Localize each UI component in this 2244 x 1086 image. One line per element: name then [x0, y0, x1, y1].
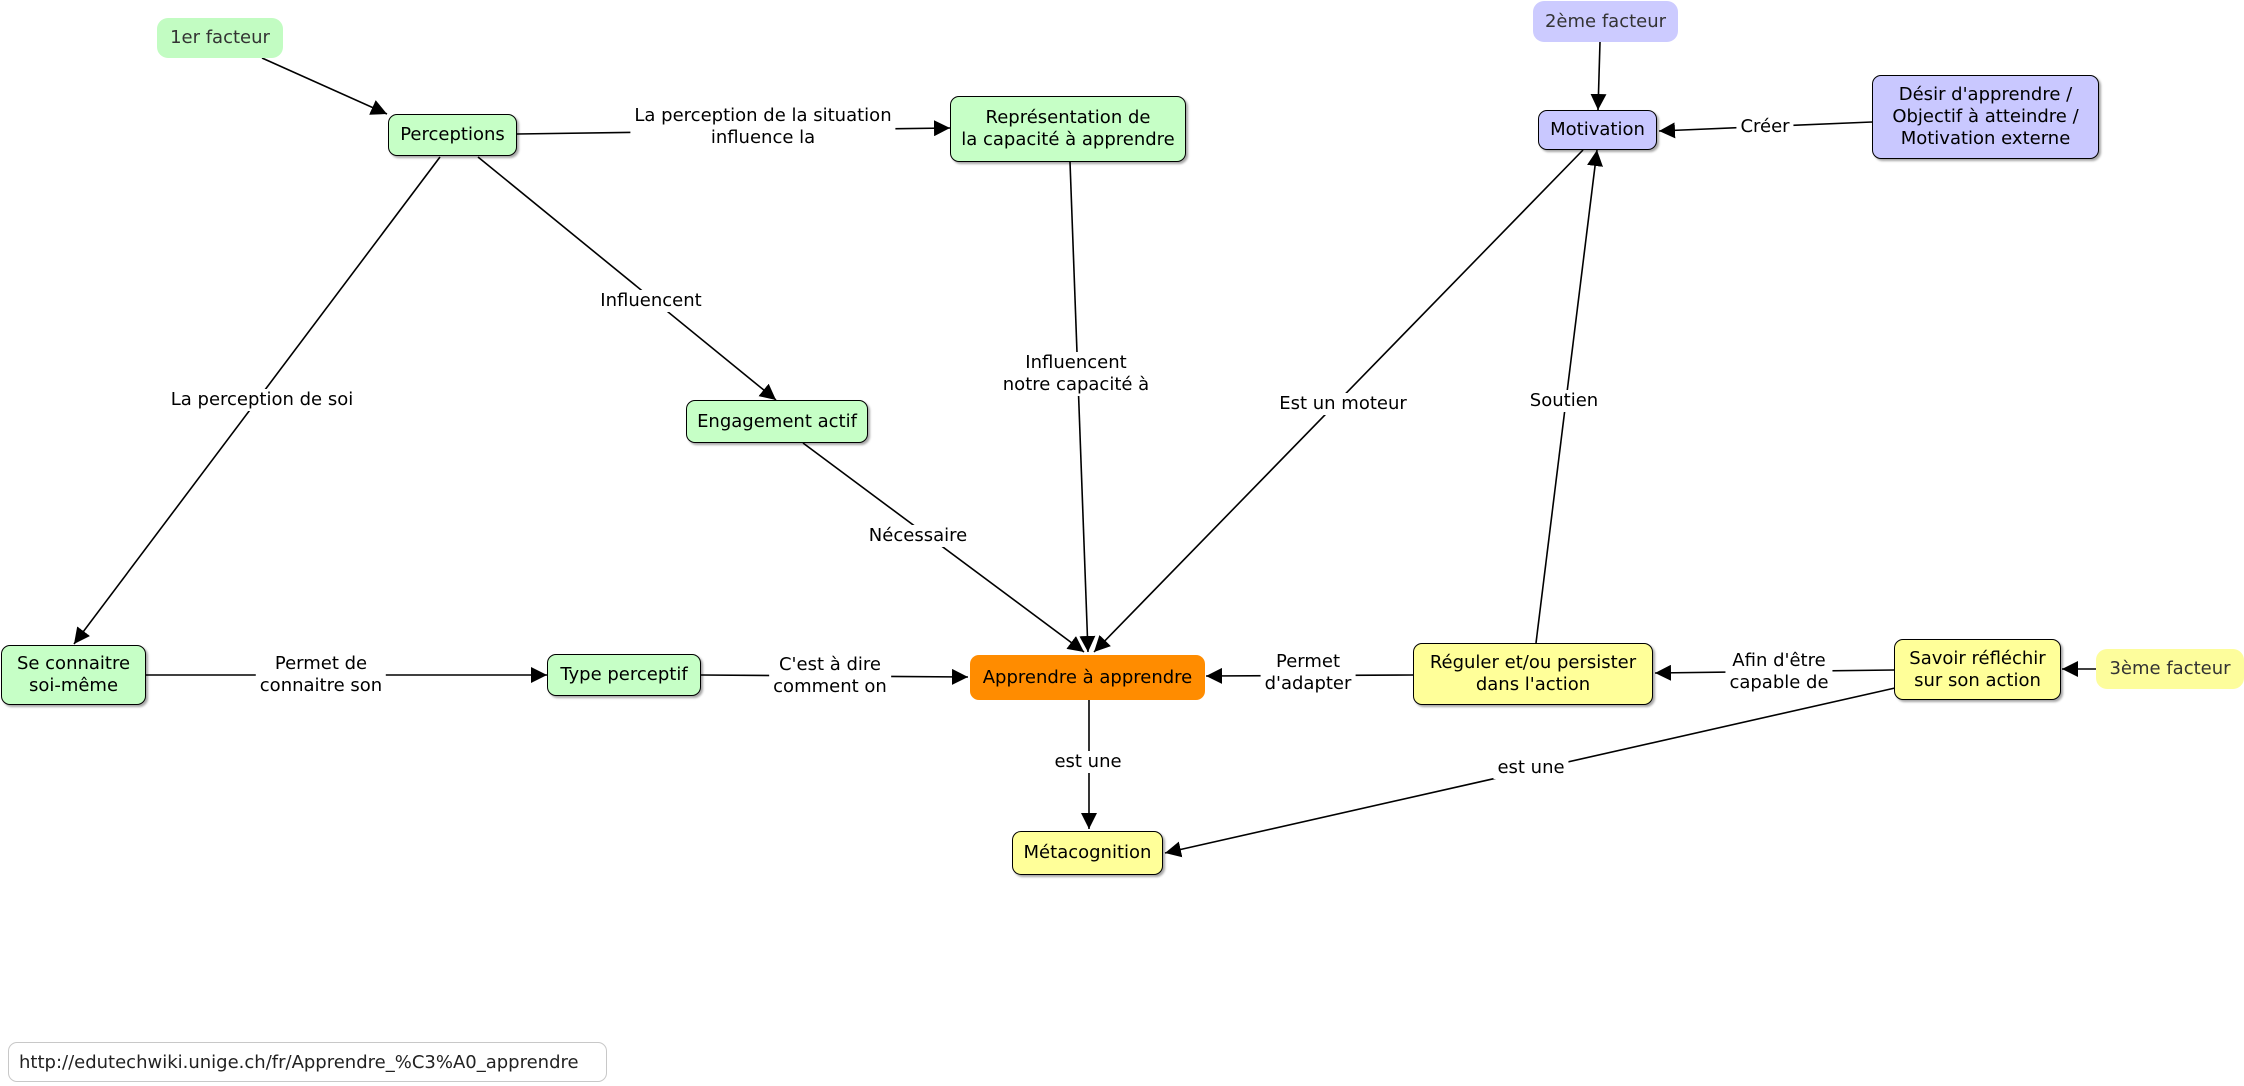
edge-label-influencent-capacite: Influencent notre capacité à [998, 352, 1154, 396]
link-engagement-apprendre [802, 442, 1085, 653]
motivation-node[interactable]: Motivation [1538, 110, 1657, 150]
edge-label-permet-adapter: Permet d'adapter [1260, 651, 1356, 695]
edge-label-soutien: Soutien [1525, 390, 1603, 412]
edge-label-influencent: Influencent [596, 290, 706, 312]
factor-1-node[interactable]: 1er facteur [157, 18, 283, 58]
metacognition-node[interactable]: Métacognition [1012, 831, 1163, 875]
se-connaitre-node[interactable]: Se connaitre soi-même [1, 645, 146, 705]
savoir-reflechir-node[interactable]: Savoir réfléchir sur son action [1894, 639, 2061, 700]
link-representation-apprendre [1069, 161, 1096, 653]
link-factor1-perceptions [261, 57, 388, 115]
edge-label-est-une-1: est une [1050, 751, 1126, 773]
apprendre-a-apprendre-node[interactable]: Apprendre à apprendre [970, 655, 1205, 700]
source-url-link[interactable]: http://edutechwiki.unige.ch/fr/Apprendre… [8, 1042, 607, 1082]
factor-2-node[interactable]: 2ème facteur [1533, 1, 1678, 42]
type-perceptif-node[interactable]: Type perceptif [547, 654, 701, 696]
representation-node[interactable]: Représentation de la capacité à apprendr… [950, 96, 1186, 162]
edge-label-perception-soi: La perception de soi [166, 389, 358, 411]
edge-label-cest-a-dire: C'est à dire comment on [769, 654, 891, 698]
reguler-node[interactable]: Réguler et/ou persister dans l'action [1413, 643, 1653, 705]
edge-label-est-un-moteur: Est un moteur [1275, 393, 1411, 415]
edge-label-afin-detre: Afin d'être capable de [1725, 650, 1833, 694]
edge-label-permet-connaitre: Permet de connaitre son [255, 653, 387, 697]
edge-label-necessaire: Nécessaire [864, 525, 972, 547]
perceptions-node[interactable]: Perceptions [388, 114, 517, 156]
factor-3-node[interactable]: 3ème facteur [2096, 649, 2244, 689]
desir-node[interactable]: Désir d'apprendre / Objectif à atteindre… [1872, 75, 2099, 159]
link-factor2-motivation [1590, 41, 1607, 111]
edge-label-perception-situation: La perception de la situation influence … [630, 105, 896, 149]
edge-label-est-une-2: est une [1493, 757, 1569, 779]
engagement-actif-node[interactable]: Engagement actif [686, 400, 868, 443]
edge-label-creer: Créer [1736, 116, 1794, 138]
link-perceptions-engagement [477, 156, 777, 401]
